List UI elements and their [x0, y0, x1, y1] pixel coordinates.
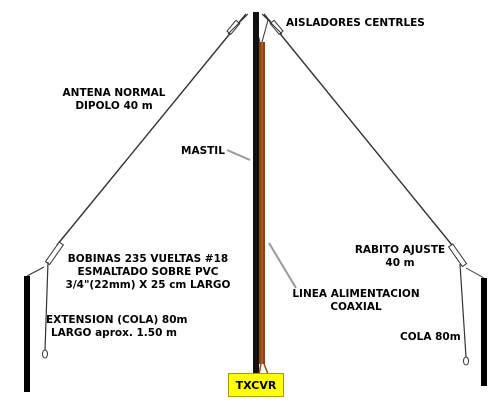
- left-tail-wire: [44, 261, 49, 351]
- transceiver-label: TXCVR: [235, 378, 277, 392]
- coax-lead-1: [258, 363, 262, 375]
- coils-label: BOBINAS 235 VUELTAS #18 ESMALTADO SOBRE …: [64, 253, 232, 292]
- right-tail-end: [463, 356, 469, 366]
- extension-label-line-1: EXTENSION (COLA) 80m: [46, 314, 188, 326]
- right-pole-guy: [465, 267, 485, 279]
- tuning-stub-label-line-2: 40 m: [385, 257, 415, 269]
- left-coil: [44, 241, 65, 266]
- left-tail-end: [42, 349, 48, 359]
- insulator-link-right: [261, 13, 283, 35]
- left-pole-guy: [26, 266, 45, 277]
- tuning-stub-label-line-1: RABITO AJUSTE: [354, 244, 446, 256]
- mastil-pointer: [226, 149, 251, 161]
- tail-80m-label: COLA 80m: [400, 331, 461, 343]
- feedline-label-line-1: LINEA ALIMENTACION: [292, 288, 420, 300]
- antenna-normal-label: ANTENA NORMAL DIPOLO 40 m: [60, 87, 168, 113]
- extension-label-line-2: LARGO aprox. 1.50 m: [50, 327, 177, 339]
- left-support-pole: [24, 276, 30, 392]
- coax-lead-2: [263, 363, 269, 375]
- right-coil: [447, 243, 468, 268]
- mast: [253, 12, 259, 374]
- feedline-label-line-2: COAXIAL: [330, 301, 382, 313]
- mast-label: MASTIL: [181, 145, 225, 157]
- right-dipole-wire: [263, 13, 457, 251]
- tuning-stub-label: RABITO AJUSTE 40 m: [352, 244, 448, 270]
- left-dipole-wire: [56, 13, 247, 246]
- right-support-pole: [481, 278, 487, 386]
- central-insulators-label: AISLADORES CENTRLES: [286, 17, 425, 29]
- coils-label-line-3: 3/4"(22mm) X 25 cm LARGO: [65, 279, 231, 291]
- insulator-link-left: [227, 13, 249, 35]
- feedline-label: LINEA ALIMENTACION COAXIAL: [292, 288, 420, 314]
- antenna-label-line-1: ANTENA NORMAL: [62, 87, 166, 99]
- right-central-insulator: [269, 19, 284, 35]
- right-tail-wire: [459, 263, 467, 358]
- coils-label-line-1: BOBINAS 235 VUELTAS #18: [67, 253, 229, 265]
- left-central-insulator: [226, 19, 241, 35]
- transceiver-box: TXCVR: [228, 373, 284, 397]
- coax-pointer: [268, 242, 297, 289]
- feed-wire-right: [261, 19, 269, 43]
- coils-label-line-2: ESMALTADO SOBRE PVC: [77, 266, 219, 278]
- antenna-label-line-2: DIPOLO 40 m: [75, 100, 153, 112]
- extension-label: EXTENSION (COLA) 80m LARGO aprox. 1.50 m: [46, 314, 188, 340]
